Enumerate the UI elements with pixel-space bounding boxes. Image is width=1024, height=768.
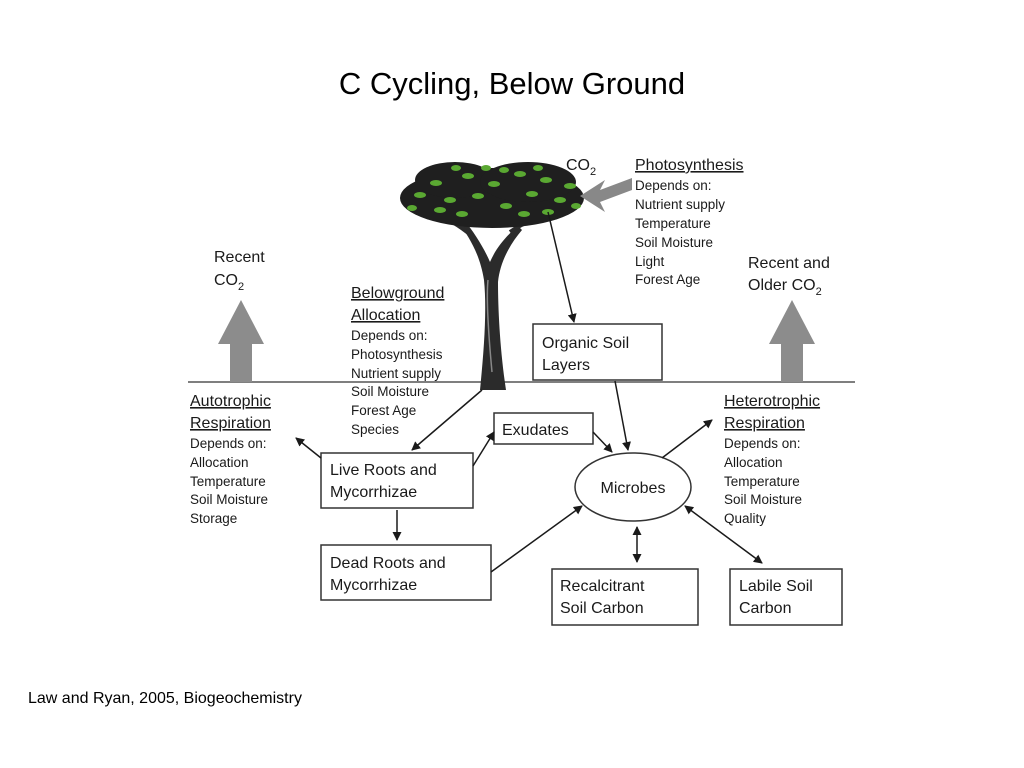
belowground-item: Forest Age <box>351 403 416 418</box>
dead-roots-line1: Dead Roots and <box>330 555 446 572</box>
allocation-to-live-roots-arrow <box>411 389 483 451</box>
recent-older-co2-up-arrow <box>769 300 815 382</box>
microbes-label: Microbes <box>601 480 666 497</box>
belowground-item: Depends on: <box>351 328 428 343</box>
photosynthesis-heading: Photosynthesis <box>635 157 744 174</box>
recent-co2-block: Recent CO2 <box>214 249 265 382</box>
belowground-item: Species <box>351 422 399 437</box>
co2-uptake-arrow <box>580 178 632 212</box>
photosynthesis-item: Nutrient supply <box>635 197 725 212</box>
autotrophic-item: Soil Moisture <box>190 492 268 507</box>
heterotrophic-item: Allocation <box>724 455 783 470</box>
live-roots-to-autotrophic-arrow <box>295 437 322 459</box>
slide-title: C Cycling, Below Ground <box>338 66 686 101</box>
autotrophic-item: Temperature <box>190 474 266 489</box>
heterotrophic-item: Temperature <box>724 474 800 489</box>
autotrophic-item: Storage <box>190 511 237 526</box>
exudates-label: Exudates <box>502 422 569 439</box>
labile-soil-carbon-box: Labile Soil Carbon <box>729 568 843 626</box>
heterotrophic-item: Quality <box>724 511 766 526</box>
live-roots-to-exudates-arrow <box>472 431 495 467</box>
live-roots-line1: Live Roots and <box>330 462 437 479</box>
live-roots-line2: Mycorrhizae <box>330 484 417 501</box>
belowground-heading-1: Belowground <box>351 285 444 302</box>
labile-line1: Labile Soil <box>739 578 813 595</box>
belowground-heading-2: Allocation <box>351 307 420 324</box>
recent-co2-line1: Recent <box>214 249 265 266</box>
autotrophic-item: Depends on: <box>190 436 267 451</box>
organic-soil-layers-box: Organic Soil Layers <box>532 323 663 381</box>
belowground-item: Photosynthesis <box>351 347 443 362</box>
dead-roots-box: Dead Roots and Mycorrhizae <box>320 544 492 601</box>
belowground-allocation-block: Belowground Allocation Depends on: Photo… <box>351 285 444 437</box>
recent-older-co2-line2: Older CO2 <box>748 277 822 298</box>
recent-older-co2-line1: Recent and <box>748 255 830 272</box>
microbes-labile-arrow <box>684 505 763 564</box>
photosynthesis-item: Light <box>635 254 665 269</box>
photosynthesis-item: Temperature <box>635 216 711 231</box>
recalcitrant-line2: Soil Carbon <box>560 600 644 617</box>
heterotrophic-respiration-block: Heterotrophic Respiration Depends on: Al… <box>724 393 820 526</box>
autotrophic-heading-2: Respiration <box>190 415 271 432</box>
recent-older-co2-block: Recent and Older CO2 <box>748 255 830 382</box>
organic-soil-to-microbes-arrow <box>614 380 631 451</box>
dead-roots-to-microbes-arrow <box>490 505 583 573</box>
heterotrophic-heading-1: Heterotrophic <box>724 393 820 410</box>
source-citation: Law and Ryan, 2005, Biogeochemistry <box>28 690 302 707</box>
photosynthesis-item: Depends on: <box>635 178 712 193</box>
autotrophic-heading-1: Autotrophic <box>190 393 271 410</box>
recent-co2-up-arrow <box>218 300 264 382</box>
photosynthesis-item: Soil Moisture <box>635 235 713 250</box>
dead-roots-line2: Mycorrhizae <box>330 577 417 594</box>
recent-co2-line2: CO2 <box>214 272 244 293</box>
exudates-to-microbes-arrow <box>592 431 613 453</box>
microbes-to-heterotrophic-arrow <box>661 419 713 459</box>
tree-illustration <box>400 162 584 390</box>
photosynthesis-item: Forest Age <box>635 272 700 287</box>
organic-soil-line1: Organic Soil <box>542 335 629 352</box>
microbes-node: Microbes <box>574 452 692 522</box>
recalcitrant-line1: Recalcitrant <box>560 578 645 595</box>
tree-to-organic-soil-arrow <box>547 211 577 323</box>
recalcitrant-soil-carbon-box: Recalcitrant Soil Carbon <box>551 568 699 626</box>
belowground-item: Soil Moisture <box>351 384 429 399</box>
co2-top-label: CO2 <box>566 157 596 178</box>
labile-line2: Carbon <box>739 600 791 617</box>
photosynthesis-block: Photosynthesis Depends on: Nutrient supp… <box>635 157 744 287</box>
heterotrophic-heading-2: Respiration <box>724 415 805 432</box>
autotrophic-respiration-block: Autotrophic Respiration Depends on: Allo… <box>190 393 271 526</box>
heterotrophic-item: Soil Moisture <box>724 492 802 507</box>
organic-soil-line2: Layers <box>542 357 590 374</box>
heterotrophic-item: Depends on: <box>724 436 801 451</box>
exudates-box: Exudates <box>493 412 594 445</box>
belowground-item: Nutrient supply <box>351 366 441 381</box>
autotrophic-item: Allocation <box>190 455 249 470</box>
live-roots-box: Live Roots and Mycorrhizae <box>320 452 474 509</box>
